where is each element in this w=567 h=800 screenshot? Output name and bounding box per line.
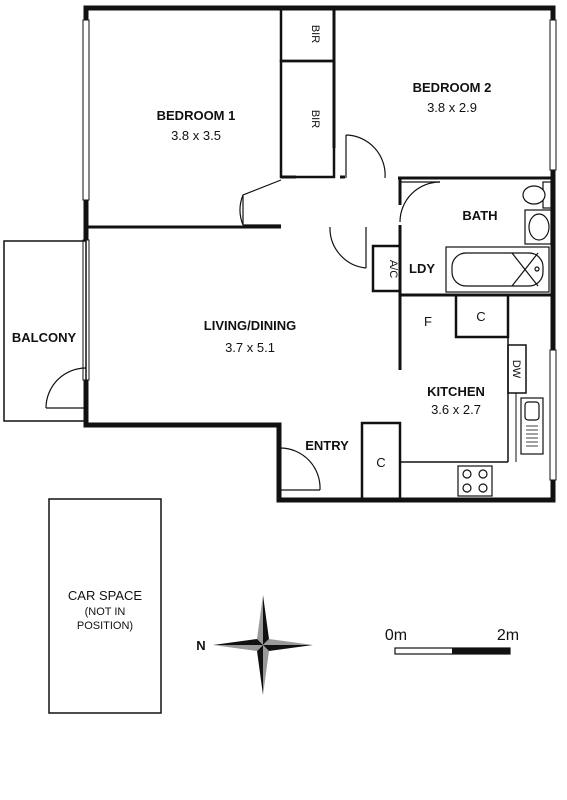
car-space-line3: POSITION) [77,620,133,632]
bir-top-label: BIR [309,25,321,43]
ac-label: A/C [387,260,399,278]
kitchen-name: KITCHEN [427,384,485,399]
scale-end-label: 2m [497,627,519,644]
balcony-name: BALCONY [12,330,77,345]
interior-walls [86,6,553,502]
fridge-label: F [424,314,432,329]
laundry-name: LDY [409,261,435,276]
car-space-line1: CAR SPACE [68,588,142,603]
kitchen-dims: 3.6 x 2.7 [431,402,481,417]
bedroom2-dims: 3.8 x 2.9 [427,100,477,115]
entry-name: ENTRY [305,438,349,453]
bedroom1-name: BEDROOM 1 [157,108,236,123]
kitchen-cupboard-label: C [476,309,485,324]
doors [45,134,441,491]
compass-north-label: N [196,638,205,653]
car-space-line2: (NOT IN [85,606,126,618]
bedroom1-dims: 3.8 x 3.5 [171,128,221,143]
living-name: LIVING/DINING [204,318,296,333]
entry-cupboard-label: C [376,455,385,470]
balcony-outline [3,240,87,422]
kitchen-fixtures [457,397,544,497]
bath-fixtures [445,181,552,293]
car-space-outline [48,498,162,714]
compass-rose-icon [213,595,313,695]
bir-mid-label: BIR [309,110,321,128]
scale-bar [394,647,511,655]
scale-start-label: 0m [385,627,407,644]
bedroom2-name: BEDROOM 2 [413,80,492,95]
dishwasher-label: DW [510,360,522,379]
bath-name: BATH [462,208,497,223]
living-dims: 3.7 x 5.1 [225,340,275,355]
